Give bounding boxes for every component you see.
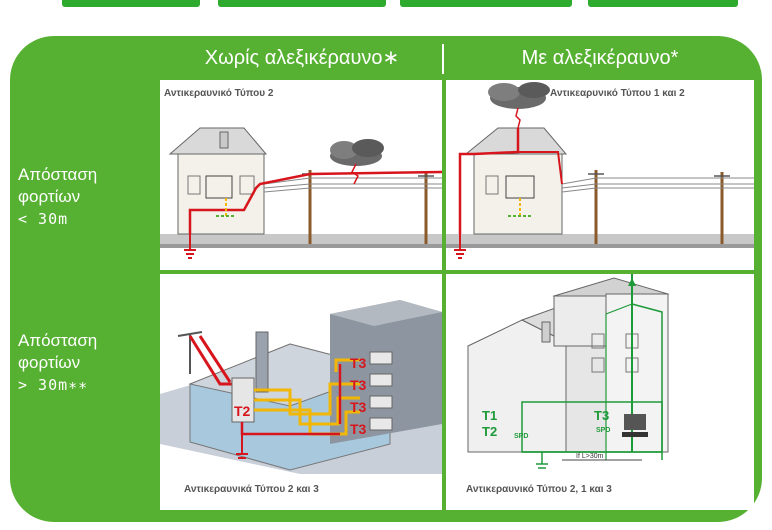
top-decoration — [0, 0, 772, 12]
row-label-distance: < 30m — [18, 210, 69, 228]
top-dash — [62, 0, 200, 7]
label-t3: T3 — [350, 377, 367, 393]
panel-house-no-rod: Αντικεραυνικό Τύπου 2 — [160, 80, 442, 270]
top-dash — [588, 0, 738, 7]
label-spd: SPD — [596, 427, 610, 434]
column-header-with-rod: Με αλεξικέραυνο* — [521, 47, 679, 69]
panel-title: Αντικεραυνικά Τύπου 2 και 3 — [184, 484, 319, 495]
row-label-line: φορτίων — [18, 187, 81, 206]
panel-building-with-rod: Αντικεραυνικό Τύπου 2, 1 και 3 T1 T2 SPD… — [446, 274, 754, 510]
label-t3: T3 — [594, 408, 609, 423]
label-t3: T3 — [350, 355, 367, 371]
label-distance: If L>30m — [576, 453, 604, 460]
house-rod-illustration — [446, 82, 754, 259]
top-dash — [218, 0, 386, 7]
panel-industrial-no-rod: Αντικεραυνικά Τύπου 2 και 3 T2 T3 T3 T3 … — [160, 274, 442, 510]
row-label-line: φορτίων — [18, 353, 81, 372]
house-illustration — [160, 127, 442, 259]
row-label-line: Απόσταση — [18, 165, 98, 184]
row-label-distance: > 30m∗∗ — [18, 376, 89, 394]
column-header-without-rod: Χωρίς αλεξικέραυνο∗ — [204, 47, 400, 69]
panel-title: Αντικεραυνικό Τύπου 2 — [164, 88, 274, 99]
building-illustration: T1 T2 SPD T3 SPD If L>30m — [467, 274, 670, 469]
row-label-line: Απόσταση — [18, 331, 98, 350]
label-t3: T3 — [350, 399, 367, 415]
label-spd: SPD — [514, 433, 528, 440]
panel-house-with-rod: Αντικεαρυνικό Τύπου 1 και 2 — [446, 80, 754, 270]
label-t1: T1 — [482, 408, 497, 423]
panel-title: Αντικεραυνικό Τύπου 2, 1 και 3 — [466, 484, 612, 495]
label-t3: T3 — [350, 421, 367, 437]
row-label-long-distance: Απόσταση φορτίων > 30m∗∗ — [18, 330, 158, 396]
label-t2: T2 — [482, 424, 497, 439]
label-t2: T2 — [234, 403, 251, 419]
top-dash — [400, 0, 572, 7]
row-label-short-distance: Απόσταση φορτίων < 30m — [18, 164, 158, 230]
column-separator — [442, 44, 444, 74]
factory-illustration: T2 T3 T3 T3 T3 — [160, 300, 442, 474]
panel-title: Αντικεαρυνικό Τύπου 1 και 2 — [550, 88, 685, 99]
